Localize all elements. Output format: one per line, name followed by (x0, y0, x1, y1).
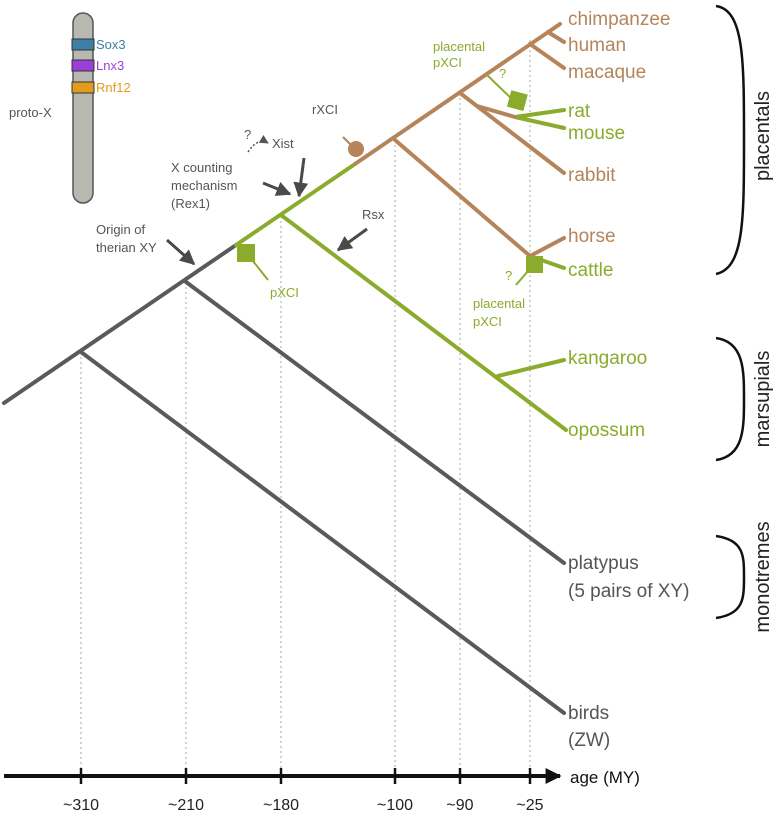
proto-x-chromosome: Sox3 Lnx3 Rnf12 proto-X (9, 12, 131, 204)
tick-label-310: ~310 (63, 797, 99, 814)
x-counting-text-1: X counting (171, 160, 232, 175)
branch-laurasiatheria (393, 138, 532, 258)
question-xist: ? (244, 127, 251, 142)
branch-marsupial (279, 213, 568, 432)
rsx-arrow (336, 227, 368, 252)
group-labels: placentals marsupials monotremes (752, 91, 774, 633)
green-branches (234, 108, 568, 432)
axis-label: age (MY) (570, 768, 640, 787)
tick-label-180: ~180 (263, 797, 299, 814)
bracket-marsupials (715, 336, 746, 462)
group-brackets (715, 4, 746, 620)
tick-label-25: ~25 (516, 797, 543, 814)
x-counting-arrow (262, 181, 292, 196)
branch-horse (528, 236, 566, 258)
branch-mouse (513, 115, 566, 130)
gene-sox3: Sox3 (96, 37, 126, 52)
tick-label-90: ~90 (446, 797, 473, 814)
label-rabbit: rabbit (568, 165, 616, 186)
branch-placental-stem (353, 22, 562, 166)
species-labels: chimpanzee human macaque rat mouse rabbi… (568, 9, 689, 751)
branch-birds (79, 350, 566, 715)
label-mouse: mouse (568, 123, 625, 144)
pxci-text: pXCI (270, 285, 299, 300)
label-kangaroo: kangaroo (568, 348, 647, 369)
question-bottom: ? (505, 268, 512, 283)
branch-root-to-therian (2, 243, 238, 405)
label-birds-note: (ZW) (568, 730, 610, 751)
branch-rat (513, 108, 566, 119)
label-platypus-note: (5 pairs of XY) (568, 581, 689, 602)
xist-arrow (293, 157, 309, 198)
rxci-text: rXCI (312, 102, 338, 117)
group-marsupials: marsupials (752, 351, 774, 448)
band-rnf12 (71, 81, 95, 94)
branch-catarrhine (528, 42, 566, 70)
branch-kangaroo (496, 358, 566, 378)
label-human: human (568, 35, 626, 56)
origin-text-1: Origin of (96, 222, 146, 237)
gene-rnf12: Rnf12 (96, 80, 131, 95)
placental-pxci-bottom-marker (526, 256, 543, 273)
chromosome-label: proto-X (9, 105, 52, 120)
placental-pxci-top-text-2: pXCI (433, 55, 462, 70)
branch-platypus (184, 280, 566, 565)
tick-label-210: ~210 (168, 797, 204, 814)
annotation-arrows (166, 157, 368, 266)
question-top: ? (499, 66, 506, 81)
label-rat: rat (568, 101, 591, 122)
label-horse: horse (568, 226, 616, 247)
xist-dotted-arrow (247, 134, 269, 153)
group-placentals: placentals (752, 91, 774, 181)
gray-branches (2, 243, 566, 715)
label-cattle: cattle (568, 260, 613, 281)
placental-pxci-top-marker (506, 90, 528, 112)
branch-human (546, 30, 566, 44)
label-opossum: opossum (568, 420, 645, 441)
band-sox3 (71, 38, 95, 51)
x-counting-text-3: (Rex1) (171, 196, 210, 211)
tick-label-100: ~100 (377, 797, 413, 814)
label-birds: birds (568, 703, 609, 724)
branch-therian-stem (234, 162, 357, 247)
bracket-monotremes (715, 534, 746, 620)
origin-text-2: therian XY (96, 240, 157, 255)
placental-pxci-bottom-text-2: pXCI (473, 314, 502, 329)
time-axis: age (MY) ~310 ~210 ~180 ~100 ~90 ~25 (4, 768, 640, 814)
x-counting-text-2: mechanism (171, 178, 237, 193)
label-macaque: macaque (568, 62, 646, 83)
label-platypus: platypus (568, 553, 639, 574)
xist-text: Xist (272, 136, 294, 151)
brown-branches (353, 22, 566, 258)
bracket-placentals (715, 4, 746, 276)
rxci-marker (348, 141, 364, 157)
gene-lnx3: Lnx3 (96, 58, 124, 73)
branch-rodent (475, 104, 517, 119)
label-chimpanzee: chimpanzee (568, 9, 670, 30)
time-gridlines (80, 40, 531, 772)
annotations: placental pXCI ? rXCI Xist ? X counting … (96, 39, 525, 329)
origin-arrow (166, 238, 196, 266)
placental-pxci-bottom-text-1: placental (473, 296, 525, 311)
band-lnx3 (71, 59, 95, 72)
rsx-text: Rsx (362, 207, 385, 222)
placental-pxci-top-text-1: placental (433, 39, 485, 54)
pxci-marker (237, 244, 255, 262)
event-markers (237, 73, 543, 286)
group-monotremes: monotremes (752, 521, 774, 632)
